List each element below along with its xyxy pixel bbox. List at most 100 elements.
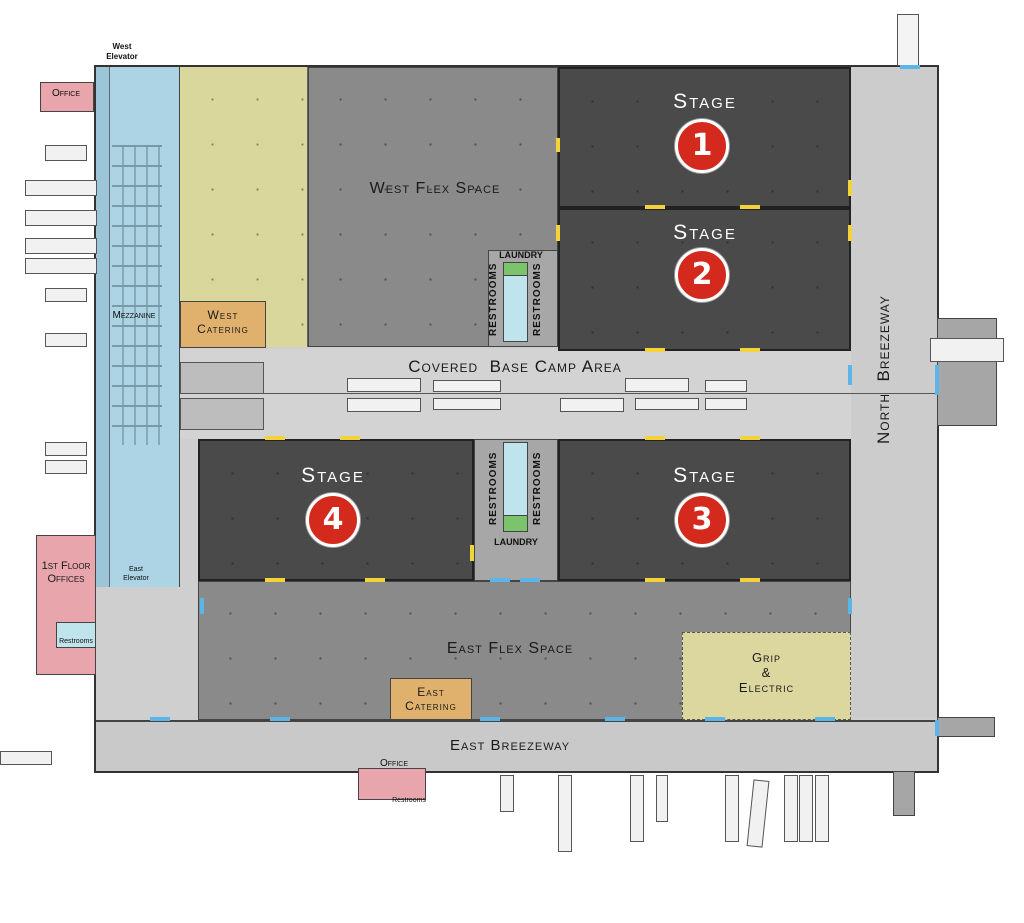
door: [935, 720, 939, 736]
door: [265, 578, 285, 582]
stage-4-badge: 4: [306, 493, 360, 547]
north-breezeway-area: [851, 67, 937, 717]
restrooms-bottom-label: Restrooms: [392, 797, 426, 804]
door: [645, 205, 665, 209]
office-top-room: [40, 82, 94, 112]
stage-1-badge: 1: [675, 119, 729, 173]
door: [848, 180, 852, 196]
door: [740, 436, 760, 440]
first-floor-offices-label: 1st Floor Offices: [41, 560, 91, 585]
trailer: [433, 380, 501, 392]
door: [740, 205, 760, 209]
door: [150, 717, 170, 721]
truck: [725, 775, 739, 842]
trailer: [705, 398, 747, 410]
west-elevator-label: West Elevator: [106, 42, 138, 61]
north-breezeway-label: North Breezeway: [874, 295, 893, 445]
truck: [930, 338, 1004, 362]
laundry-bottom-room: [503, 515, 528, 532]
laundry-top-room: [503, 262, 528, 276]
center-line: [262, 393, 937, 394]
truck: [45, 460, 87, 474]
door: [848, 225, 852, 241]
office-bottom-label: Office: [380, 758, 408, 769]
door: [520, 578, 540, 582]
restrooms-top-right-label: RESTROOMS: [532, 262, 543, 336]
door: [740, 578, 760, 582]
door: [848, 598, 852, 614]
west-yellow-area: [180, 67, 308, 347]
truck: [25, 180, 97, 196]
trailer: [347, 398, 421, 412]
truck: [45, 333, 87, 347]
west-catering-room: [180, 301, 266, 348]
stage-1-title: Stage: [673, 90, 737, 113]
trailer: [625, 378, 689, 392]
laundry-top-label: LAUNDRY: [499, 250, 543, 260]
east-catering-room: [390, 678, 472, 720]
stage-4-title: Stage: [301, 464, 365, 487]
east-breezeway-label: East Breezeway: [449, 737, 571, 754]
east-breezeway-area: [96, 720, 937, 771]
first-floor-restrooms-label: Restrooms: [59, 638, 93, 645]
door: [480, 717, 500, 721]
mezzanine-label: Mezzanine: [112, 310, 156, 321]
restrooms-bottom-left-label: RESTROOMS: [488, 451, 499, 525]
truck: [558, 775, 572, 852]
door: [365, 578, 385, 582]
truck: [25, 258, 97, 274]
west-catering-label: West Catering: [197, 308, 249, 336]
grip-electric-area: [682, 632, 851, 720]
door: [645, 436, 665, 440]
door: [900, 65, 920, 69]
door: [265, 436, 285, 440]
trailer: [560, 398, 624, 412]
trailer: [635, 398, 699, 410]
truck: [815, 775, 829, 842]
restrooms-bottom-right-label: RESTROOMS: [532, 451, 543, 525]
west-flex-space-label: West Flex Space: [369, 180, 501, 197]
truck: [0, 751, 52, 765]
loading-dock-north: [937, 318, 997, 426]
truck: [784, 775, 798, 842]
door: [848, 365, 852, 385]
truck: [45, 288, 87, 302]
door: [556, 225, 560, 241]
stage-2-title: Stage: [673, 221, 737, 244]
first-floor-offices-room: [36, 535, 96, 675]
door: [556, 138, 560, 152]
door: [270, 717, 290, 721]
truck: [45, 442, 87, 456]
office-top-label: Office: [52, 88, 80, 99]
covered-base-camp-label: Covered Base Camp Area: [408, 357, 622, 376]
door: [340, 436, 360, 440]
door: [200, 598, 204, 614]
trailer: [347, 378, 421, 392]
stage-3-title: Stage: [673, 464, 737, 487]
southwest-corridor: [96, 587, 198, 720]
door: [645, 348, 665, 352]
truck: [45, 145, 87, 161]
truck: [25, 238, 97, 254]
east-flex-space-label: East Flex Space: [446, 640, 574, 657]
trailer: [180, 362, 264, 394]
door: [935, 365, 939, 395]
truck: [25, 210, 97, 226]
west-office-desks: [112, 145, 162, 445]
door: [605, 717, 625, 721]
door: [705, 717, 725, 721]
trailer: [433, 398, 501, 410]
grip-electric-label: Grip & Electric: [738, 650, 795, 695]
truck: [656, 775, 668, 822]
restrooms-top-left-label: RESTROOMS: [488, 262, 499, 336]
southeast-dock: [893, 771, 915, 816]
first-floor-restrooms: [56, 622, 96, 648]
truck: [630, 775, 644, 842]
stage-3-badge: 3: [675, 493, 729, 547]
covered-base-camp-area: [180, 349, 851, 439]
office-bottom-room: [358, 768, 426, 800]
door: [645, 578, 665, 582]
yellow-area-grid: [180, 67, 308, 347]
truck: [500, 775, 514, 812]
truck: [799, 775, 813, 842]
